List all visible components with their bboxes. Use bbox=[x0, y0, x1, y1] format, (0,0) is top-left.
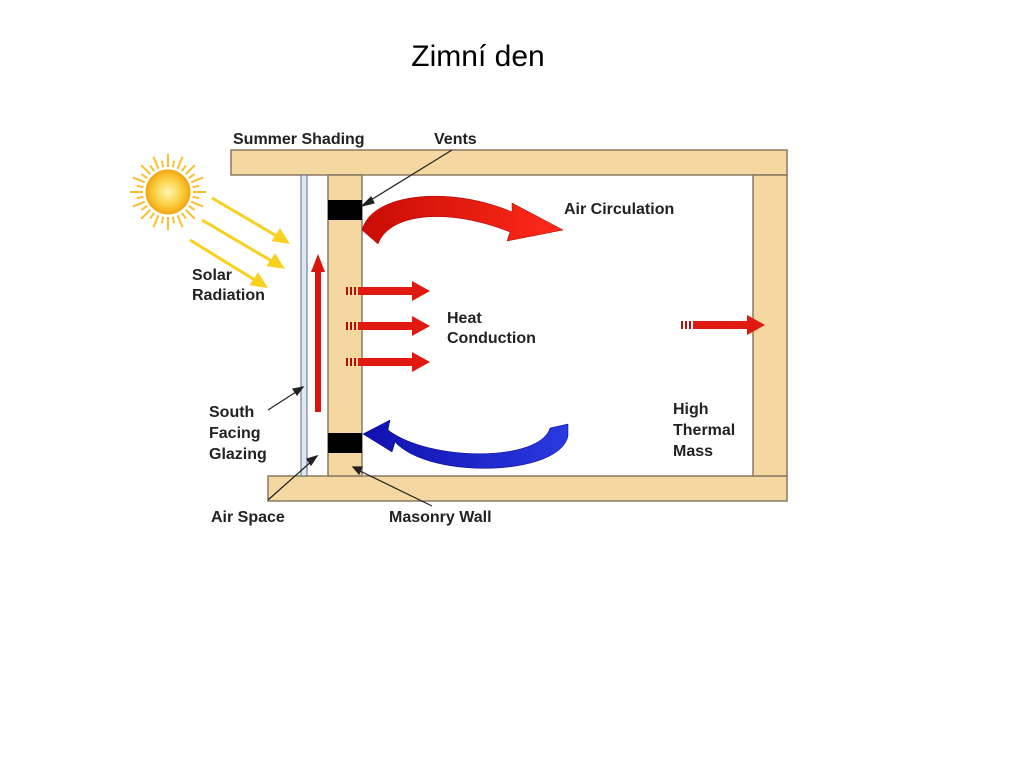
sun-ray bbox=[160, 216, 165, 224]
air-circulation-cool-arrow bbox=[362, 419, 569, 469]
sun-ray bbox=[149, 164, 155, 172]
slide-title: Zimní den bbox=[411, 40, 545, 73]
sun-ray bbox=[188, 173, 196, 179]
sun-ray bbox=[160, 160, 165, 168]
sun-ray bbox=[181, 164, 187, 172]
sun-ray bbox=[140, 208, 152, 220]
sun-ray bbox=[136, 195, 144, 200]
sun-ray bbox=[184, 164, 196, 176]
sun-ray bbox=[192, 195, 200, 200]
sun-ray bbox=[140, 164, 152, 176]
heat-arrow bbox=[346, 281, 430, 301]
sun-ray bbox=[190, 200, 204, 208]
label-high-thermal-mass: High Thermal Mass bbox=[673, 401, 740, 460]
sun-ray bbox=[149, 212, 155, 220]
sun-ray bbox=[140, 173, 148, 179]
bottom-vent bbox=[328, 433, 362, 453]
air-circulation-warm-arrow bbox=[361, 195, 564, 245]
sun-ray bbox=[176, 156, 184, 170]
top-vent bbox=[328, 200, 362, 220]
sun-ray bbox=[132, 200, 146, 208]
heat-conduction-arrows bbox=[346, 281, 430, 372]
label-masonry-wall: Masonry Wall bbox=[389, 509, 492, 526]
sun-ray bbox=[152, 214, 160, 228]
heat-arrow bbox=[346, 316, 430, 336]
summer-shading-beam bbox=[230, 149, 788, 176]
sun-ray bbox=[176, 214, 184, 228]
sun-icon bbox=[130, 154, 206, 230]
label-vents: Vents bbox=[434, 131, 477, 148]
air-space-up-arrow bbox=[311, 254, 325, 412]
floor-beam bbox=[267, 475, 788, 502]
thermal-mass-arrow bbox=[681, 315, 765, 335]
heat-arrow bbox=[681, 315, 765, 335]
label-south-facing-glazing: South Facing Glazing bbox=[209, 404, 267, 463]
masonry-wall bbox=[327, 174, 363, 477]
label-heat-conduction: Heat Conduction bbox=[447, 310, 536, 347]
sun-ray bbox=[136, 184, 144, 189]
south-facing-glazing bbox=[300, 174, 308, 477]
label-summer-shading: Summer Shading bbox=[233, 131, 365, 148]
sun-ray bbox=[171, 160, 176, 168]
solar-radiation-rays bbox=[189, 196, 291, 288]
sun-ray bbox=[188, 205, 196, 211]
sun-ray bbox=[132, 176, 146, 184]
heat-arrow bbox=[346, 352, 430, 372]
sun-ray bbox=[140, 205, 148, 211]
sun-ray bbox=[190, 176, 204, 184]
sun-ray bbox=[192, 184, 200, 189]
sun-ray bbox=[184, 208, 196, 220]
leader-lines bbox=[267, 149, 453, 507]
sun-ray bbox=[171, 216, 176, 224]
label-air-circulation: Air Circulation bbox=[564, 201, 674, 218]
label-air-space: Air Space bbox=[211, 509, 285, 526]
sun-ray bbox=[152, 156, 160, 170]
label-solar-radiation: Solar Radiation bbox=[192, 267, 265, 304]
sun-ray bbox=[181, 212, 187, 220]
